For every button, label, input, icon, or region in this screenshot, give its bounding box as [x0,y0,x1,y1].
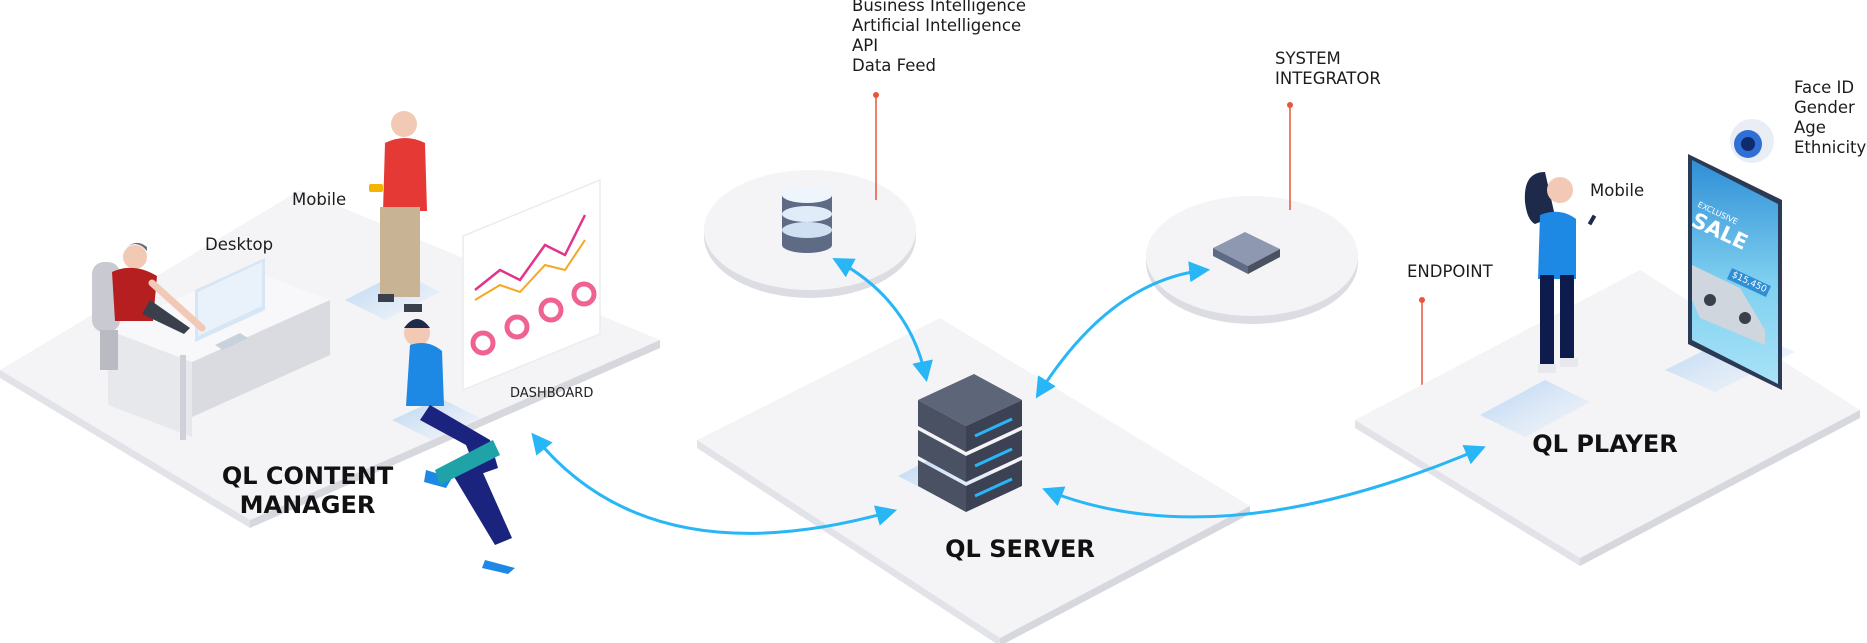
system-integrator-line1: SYSTEM [1275,49,1341,68]
server-title: QL SERVER [945,535,1095,563]
data-service-item: Artificial Intelligence [852,16,1022,35]
player-platform [1355,270,1860,566]
mobile-right-label: Mobile [1590,181,1645,200]
mobile-user-right-figure [1480,172,1597,437]
arrow-db-server [832,258,933,383]
data-service-item: Data Feed [852,56,937,75]
database-icon [782,187,832,253]
arrow-manager-server [531,432,898,535]
data-services-pin [873,92,879,200]
data-service-item: Business Intelligence [852,0,1027,15]
laptop-user-figure [392,319,515,574]
endpoint-label: ENDPOINT [1407,262,1493,281]
network-device-icon [1213,232,1280,274]
dashboard-panel [462,178,601,392]
system-integrator-line2: INTEGRATOR [1275,69,1381,88]
camera-feature-item: Gender [1794,98,1855,117]
integrator-pin [1287,102,1293,210]
content-manager-title: QL CONTENT MANAGER [205,462,410,520]
arrow-server-player [1042,444,1486,519]
desktop-monitor-icon [195,258,265,350]
desktop-user-figure [92,242,206,370]
camera-feature-item: Ethnicity [1794,138,1867,157]
arrow-integrator-server [1035,261,1211,399]
connection-arrows [531,258,1486,535]
desktop-label: Desktop [205,235,274,254]
player-title: QL PLAYER [1532,430,1678,458]
camera-feature-item: Age [1794,118,1826,137]
camera-icon [1730,119,1774,163]
mobile-left-label: Mobile [292,190,347,209]
system-integrator-label: SYSTEM INTEGRATOR [1275,49,1381,89]
mobile-user-left-figure [345,111,440,320]
data-service-item: API [852,36,879,55]
content-manager-title-line1: QL CONTENT [221,462,394,490]
server-stack-icon [898,374,1022,512]
camera-feature-item: Face ID [1794,78,1855,97]
dashboard-label: DASHBOARD [510,386,594,401]
camera-features-list: Face ID Gender Age Ethnicity [1794,78,1866,158]
data-services-list: Business Intelligence Artificial Intelli… [852,0,1026,76]
content-manager-title-line2: MANAGER [239,491,376,519]
